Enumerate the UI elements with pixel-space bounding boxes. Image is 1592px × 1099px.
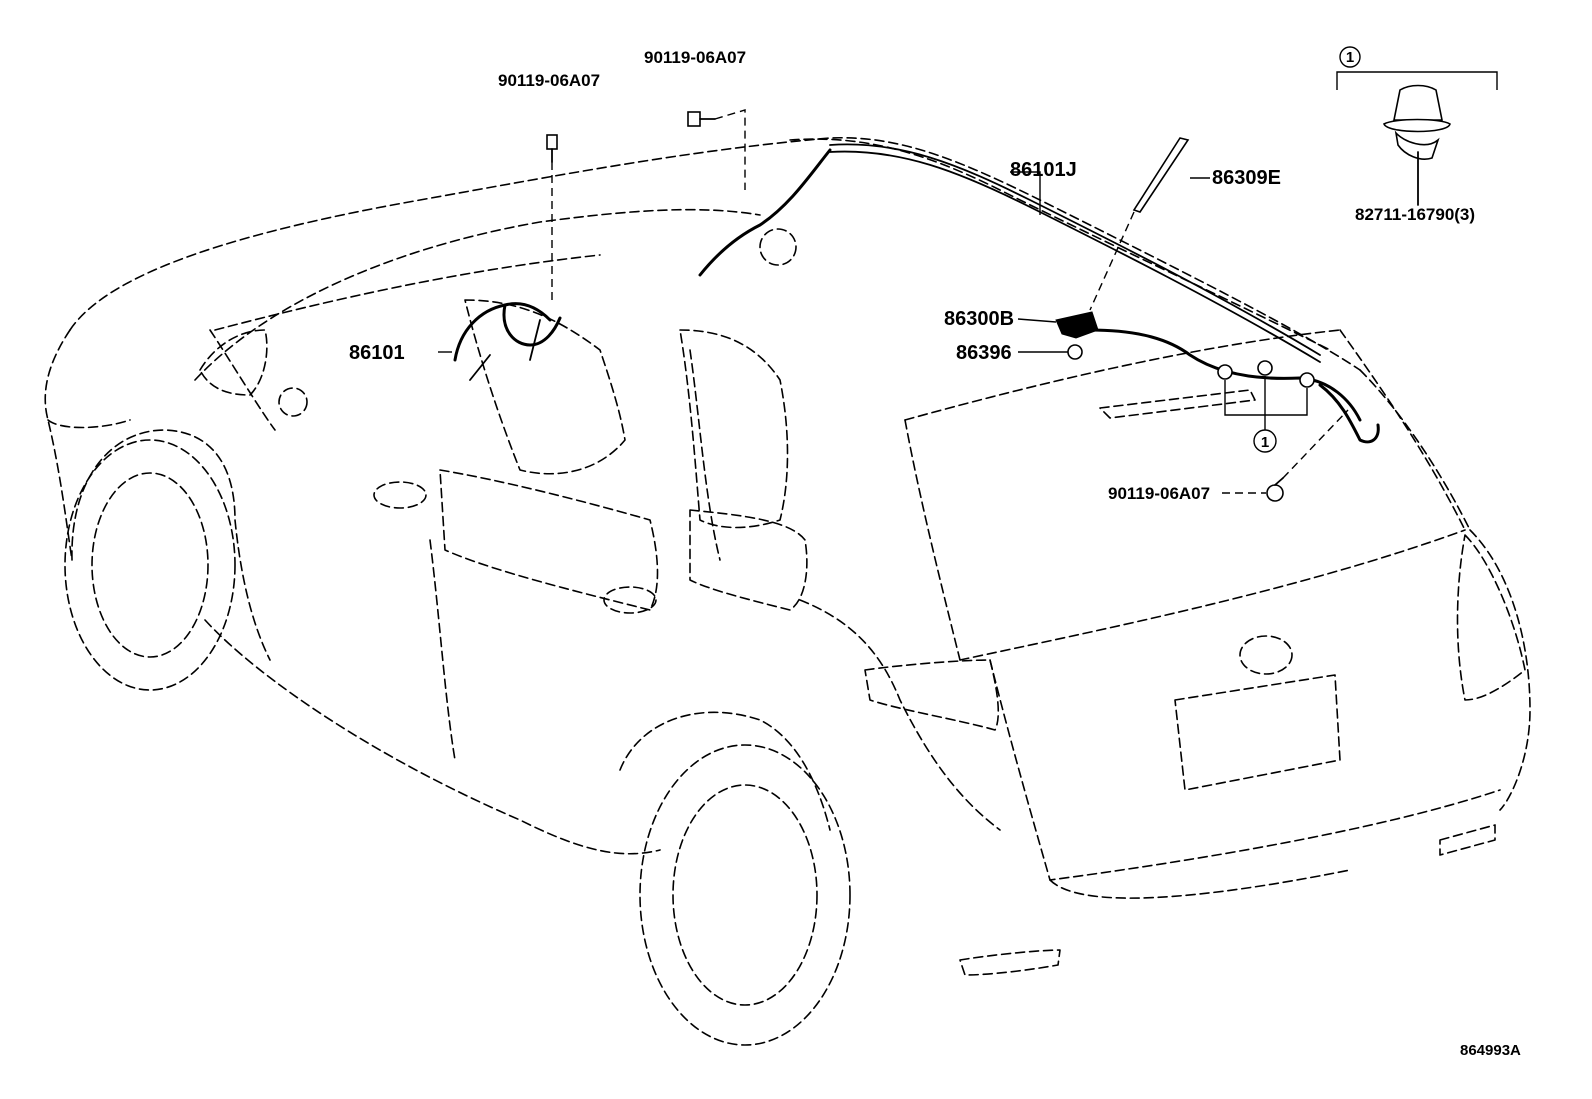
antenna-rod-part [1132,137,1190,213]
label-antenna-rod: 86309E [1212,167,1281,189]
callout-rear: 1 [1253,429,1277,453]
label-bolt-front-left: 90119-06A07 [498,71,600,90]
label-roof-harness: 86101J [1010,159,1077,181]
callout-top: 1 [1339,46,1361,68]
bolt-front-left-part [546,134,558,163]
label-bolt-rear: 90119-06A07 [1108,484,1210,503]
antenna-nut-part [1067,344,1083,360]
label-bolt-front-right: 90119-06A07 [644,48,746,67]
svg-text:1: 1 [1261,434,1269,451]
bolt-front-right-part [687,111,716,127]
label-front-harness: 86101 [349,342,405,364]
antenna-base-part [1055,311,1099,339]
clip-part [1382,84,1451,206]
leader-lines [438,71,1498,494]
label-antenna-nut: 86396 [956,342,1012,364]
label-clip: 82711-16790(3) [1355,205,1475,224]
svg-text:1: 1 [1346,49,1354,66]
front-harness-86101 [453,302,562,381]
label-antenna-base: 86300B [944,308,1014,330]
figure-number: 864993A [1460,1042,1521,1059]
bolt-rear-part [1266,477,1284,502]
car-body-outline [44,136,1531,1046]
harness-clamps [1217,360,1315,388]
